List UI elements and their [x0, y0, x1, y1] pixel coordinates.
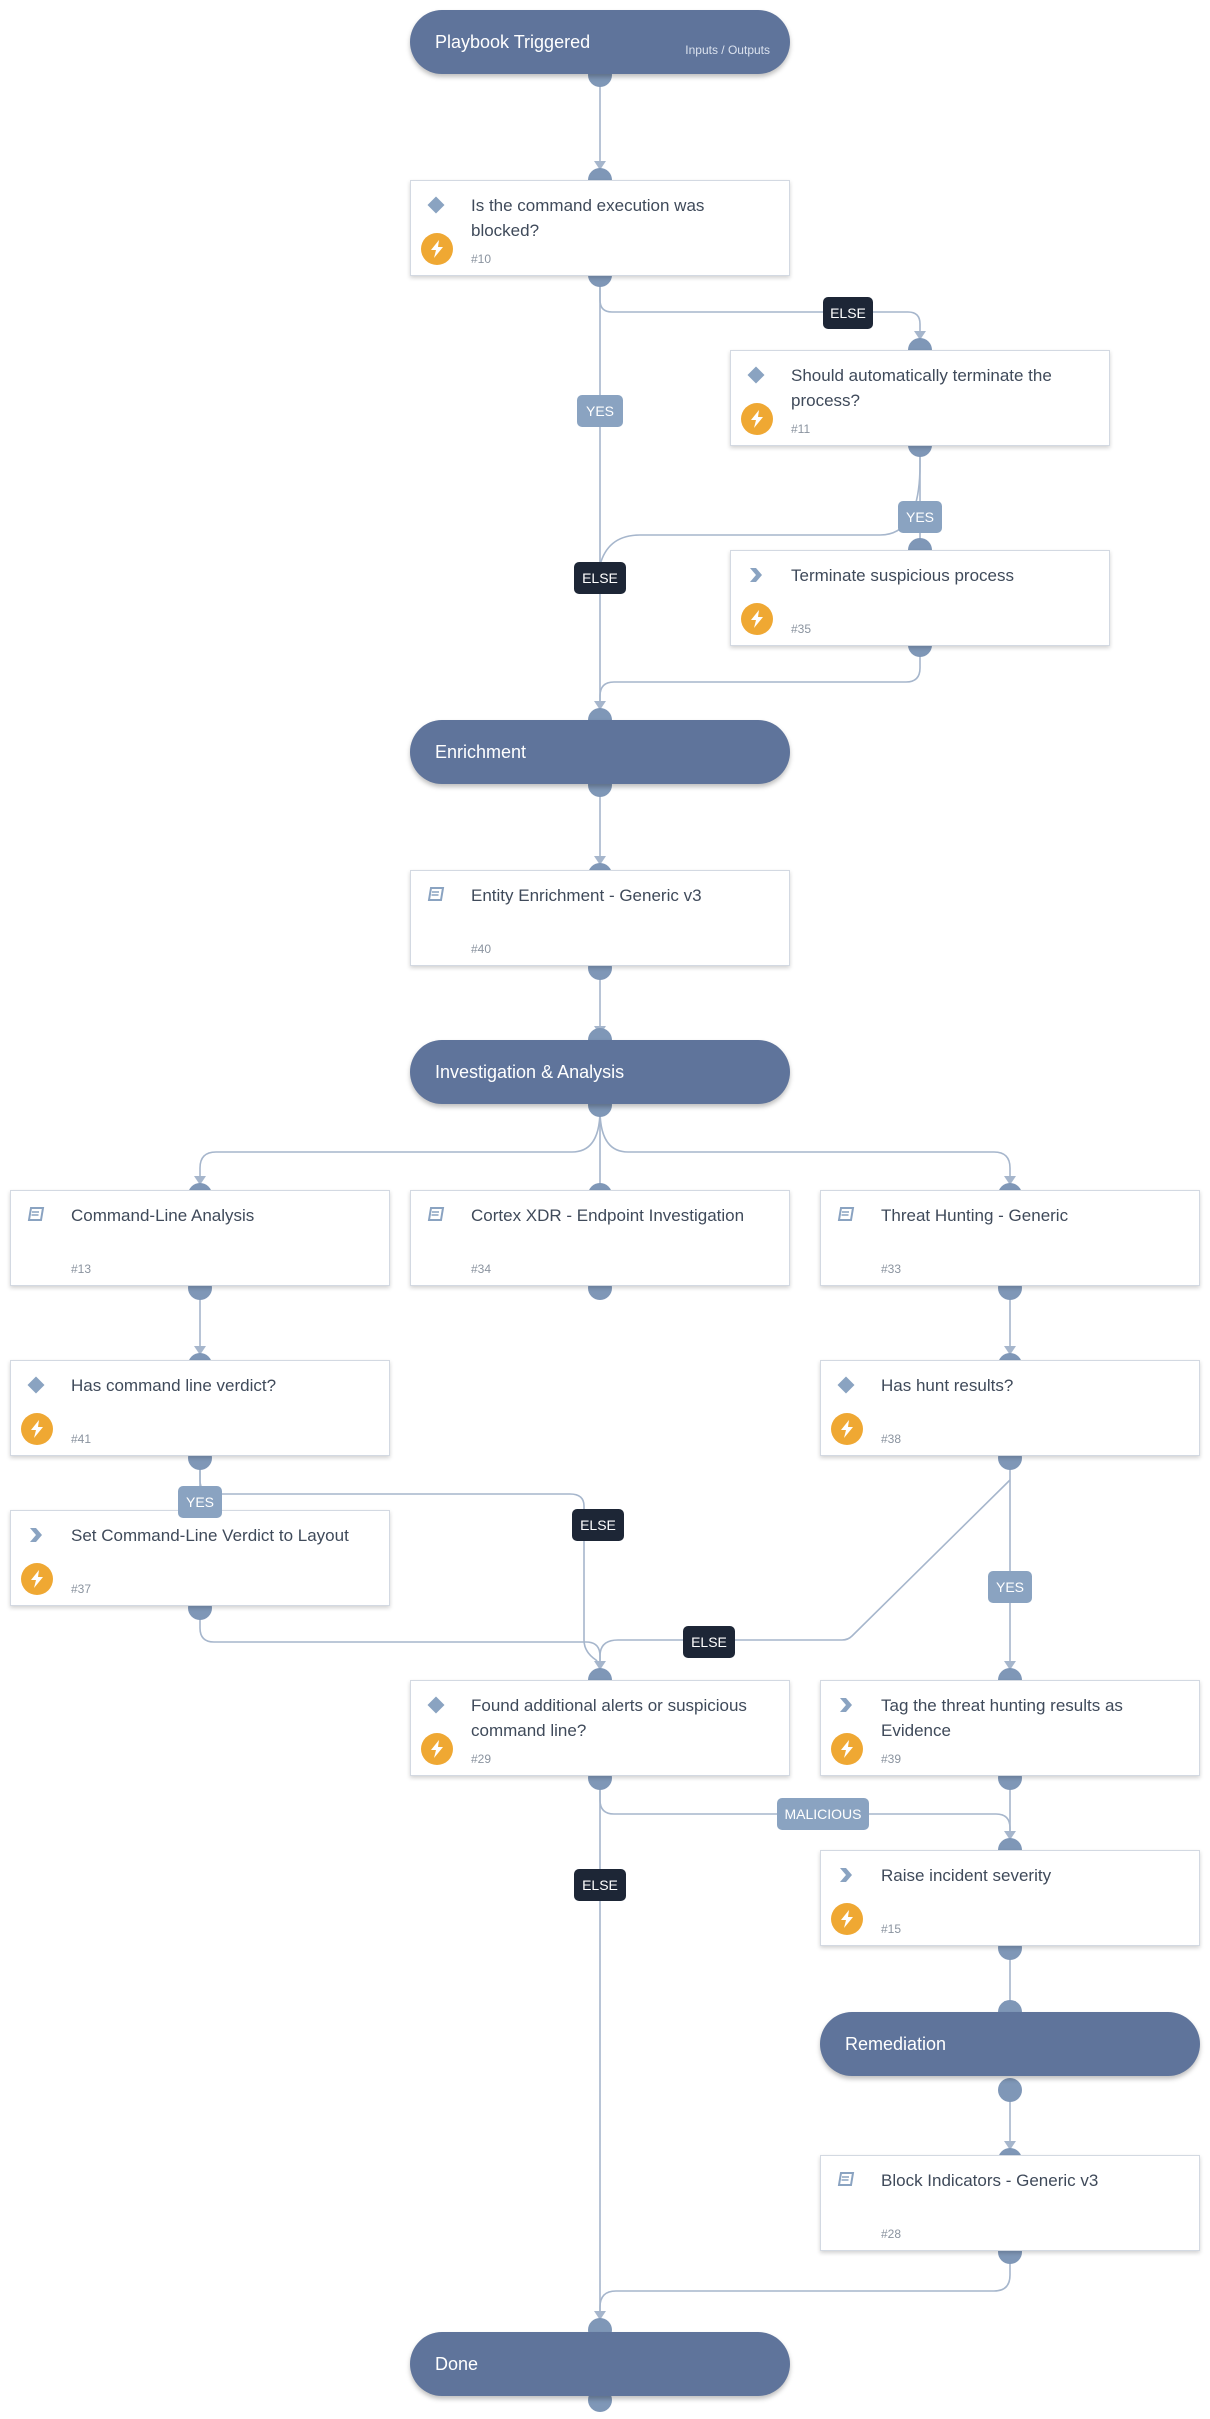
inputs-outputs-link[interactable]: Inputs / Outputs — [685, 43, 770, 57]
playbook-icon — [423, 1204, 449, 1226]
condition-icon — [423, 194, 449, 216]
edge-investigation-t33 — [599, 1109, 1011, 1185]
task-title: Has hunt results? — [881, 1376, 1014, 1395]
task-13[interactable]: Command-Line Analysis #13 — [10, 1190, 390, 1286]
task-number: #38 — [881, 1432, 902, 1446]
playbook-icon — [833, 2169, 859, 2191]
branch-label-else[interactable]: ELSE — [572, 1509, 624, 1541]
task-41[interactable]: Has command line verdict? #41 — [10, 1360, 390, 1456]
task-38[interactable]: Has hunt results? #38 — [820, 1360, 1200, 1456]
header-title: Playbook Triggered — [435, 31, 591, 52]
port-dot — [998, 2078, 1022, 2102]
automation-bolt-icon — [421, 233, 453, 265]
task-title: Entity Enrichment - Generic v3 — [471, 886, 702, 905]
task-title: Set Command-Line Verdict to Layout — [71, 1526, 349, 1545]
task-number: #40 — [471, 942, 492, 956]
task-title: Block Indicators - Generic v3 — [881, 2171, 1099, 2190]
condition-icon — [743, 364, 769, 386]
automation-bolt-icon — [831, 1413, 863, 1445]
task-29[interactable]: Found additional alerts or suspicious co… — [410, 1680, 790, 1776]
task-number: #35 — [791, 622, 812, 636]
condition-icon — [833, 1374, 859, 1396]
task-34[interactable]: Cortex XDR - Endpoint Investigation #34 — [410, 1190, 790, 1286]
edge-t11-enrichment-else — [599, 450, 921, 566]
edge-t28-done — [599, 2255, 1011, 2320]
task-number: #13 — [71, 1262, 92, 1276]
task-number: #39 — [881, 1752, 902, 1766]
automation-bolt-icon — [421, 1733, 453, 1765]
branch-label-else[interactable]: ELSE — [683, 1626, 735, 1658]
condition-icon — [423, 1694, 449, 1716]
branch-label-else[interactable]: ELSE — [574, 1869, 626, 1901]
branch-label-yes[interactable]: YES — [988, 1571, 1032, 1603]
task-35[interactable]: Terminate suspicious process #35 — [730, 550, 1110, 646]
task-28[interactable]: Block Indicators - Generic v3 #28 — [820, 2155, 1200, 2251]
task-number: #28 — [881, 2227, 902, 2241]
task-39[interactable]: Tag the threat hunting results as Eviden… — [820, 1680, 1200, 1776]
task-title: Threat Hunting - Generic — [881, 1206, 1069, 1225]
enrichment-header[interactable]: Enrichment — [410, 720, 790, 784]
task-number: #41 — [71, 1432, 92, 1446]
edge-t37-t29 — [199, 1610, 601, 1670]
playbook-icon — [833, 1204, 859, 1226]
branch-label-yes[interactable]: YES — [178, 1486, 222, 1518]
task-number: #37 — [71, 1582, 92, 1596]
automation-bolt-icon — [21, 1413, 53, 1445]
task-37[interactable]: Set Command-Line Verdict to Layout #37 — [10, 1510, 390, 1606]
automation-bolt-icon — [741, 603, 773, 635]
investigation-analysis-header[interactable]: Investigation & Analysis — [410, 1040, 790, 1104]
branch-label-yes[interactable]: YES — [577, 395, 623, 427]
task-title: Found additional alerts or suspicious co… — [471, 1696, 747, 1740]
task-number: #10 — [471, 252, 492, 266]
task-title: Is the command execution was blocked? — [471, 196, 705, 240]
header-title: Investigation & Analysis — [435, 1061, 625, 1082]
action-icon — [833, 1864, 859, 1886]
condition-icon — [23, 1374, 49, 1396]
task-15[interactable]: Raise incident severity #15 — [820, 1850, 1200, 1946]
playbook-icon — [23, 1204, 49, 1226]
task-11[interactable]: Should automatically terminate the proce… — [730, 350, 1110, 446]
task-number: #34 — [471, 1262, 492, 1276]
task-number: #15 — [881, 1922, 902, 1936]
edge-t35-enrichment — [599, 650, 921, 710]
edge-t38-t29-else — [599, 1479, 1011, 1670]
branch-label-malicious[interactable]: MALICIOUS — [777, 1798, 869, 1830]
task-40[interactable]: Entity Enrichment - Generic v3 #40 — [410, 870, 790, 966]
playbook-icon — [423, 884, 449, 906]
task-33[interactable]: Threat Hunting - Generic #33 — [820, 1190, 1200, 1286]
playbook-triggered-header[interactable]: Playbook Triggered Inputs / Outputs — [410, 10, 790, 74]
action-icon — [23, 1524, 49, 1546]
automation-bolt-icon — [831, 1733, 863, 1765]
branch-label-yes[interactable]: YES — [898, 501, 942, 533]
task-title: Terminate suspicious process — [791, 566, 1014, 585]
task-title: Cortex XDR - Endpoint Investigation — [471, 1206, 745, 1225]
task-title: Raise incident severity — [881, 1866, 1052, 1885]
branch-label-else[interactable]: ELSE — [823, 297, 873, 329]
automation-bolt-icon — [741, 403, 773, 435]
automation-bolt-icon — [21, 1563, 53, 1595]
task-title: Has command line verdict? — [71, 1376, 277, 1395]
action-icon — [833, 1694, 859, 1716]
task-number: #11 — [791, 422, 811, 436]
header-title: Remediation — [845, 2033, 947, 2054]
task-number: #33 — [881, 1262, 902, 1276]
branch-label-else[interactable]: ELSE — [574, 562, 626, 594]
task-title: Tag the threat hunting results as Eviden… — [881, 1696, 1123, 1740]
task-10[interactable]: Is the command execution was blocked? #1… — [410, 180, 790, 276]
automation-bolt-icon — [831, 1903, 863, 1935]
task-title: Should automatically terminate the proce… — [791, 366, 1052, 410]
action-icon — [743, 564, 769, 586]
edge-investigation-t13 — [199, 1109, 601, 1185]
header-title: Enrichment — [435, 741, 527, 762]
task-title: Command-Line Analysis — [71, 1206, 255, 1225]
task-number: #29 — [471, 1752, 492, 1766]
remediation-header[interactable]: Remediation — [820, 2012, 1200, 2076]
header-title: Done — [435, 2353, 479, 2374]
done-header[interactable]: Done — [410, 2332, 790, 2396]
